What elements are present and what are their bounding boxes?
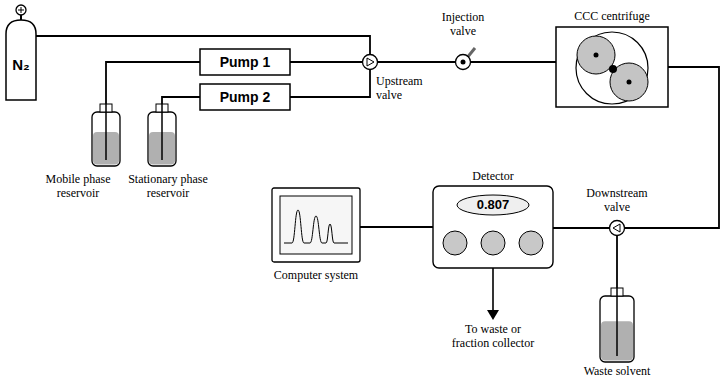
node-label: Downstream valve	[579, 186, 655, 214]
waste-bottle: Waste solvent	[598, 288, 636, 362]
tubing-line	[290, 61, 362, 63]
pump-box: Pump 2	[200, 84, 290, 110]
node-label: Injection valve	[433, 10, 493, 38]
computer-monitor: Computer system	[272, 188, 360, 262]
node-label: Computer system	[256, 268, 376, 282]
reservoir-bottle-shape	[146, 104, 178, 166]
gas-cylinder: N₂	[6, 20, 36, 100]
valve-symbol: Downstream valve	[609, 220, 625, 236]
centrifuge-shape	[556, 27, 668, 107]
tubing-line	[290, 70, 370, 97]
reservoir-bottle: Mobile phase reservoir	[90, 104, 122, 166]
detector-box: Detector0.807	[433, 186, 553, 268]
output-label: To waste or fraction collector	[447, 322, 539, 350]
injection-valve-shape	[455, 54, 471, 70]
output-line	[492, 268, 494, 312]
node-label: CCC centrifuge	[556, 9, 668, 23]
output-arrowhead	[487, 310, 499, 320]
node-label: Mobile phase reservoir	[38, 172, 118, 200]
tubing-line	[162, 97, 200, 104]
tubing-line	[106, 62, 200, 104]
tubing-line	[378, 61, 455, 63]
display-value: 0.807	[459, 196, 527, 214]
node-label: Detector	[433, 169, 553, 183]
tubing-line	[360, 226, 433, 228]
node-label: Pump 1	[200, 53, 290, 71]
pump-box: Pump 1	[200, 49, 290, 75]
reservoir-bottle: Stationary phase reservoir	[146, 104, 178, 166]
computer-monitor-shape	[272, 188, 360, 262]
centrifuge: CCC centrifuge	[556, 27, 668, 107]
valve-symbol-shape	[609, 220, 625, 236]
valve-symbol: Upstream valve	[362, 54, 378, 70]
tubing-line	[616, 236, 618, 288]
injection-valve: Injection valve	[455, 54, 471, 70]
node-label: Upstream valve	[376, 74, 432, 102]
node-label: Stationary phase reservoir	[120, 172, 216, 200]
node-label: N₂	[6, 56, 36, 74]
tubing-line	[471, 61, 556, 63]
waste-bottle-shape	[598, 288, 636, 362]
tubing-line	[553, 227, 609, 229]
node-label: Pump 2	[200, 88, 290, 106]
valve-symbol-shape	[362, 54, 378, 70]
reservoir-bottle-shape	[90, 104, 122, 166]
node-label: Waste solvent	[567, 364, 667, 378]
